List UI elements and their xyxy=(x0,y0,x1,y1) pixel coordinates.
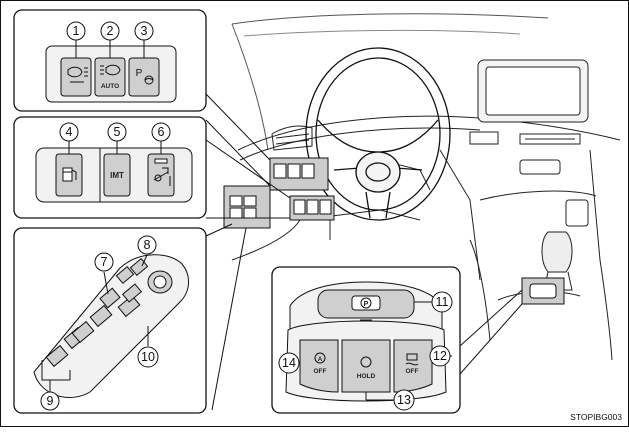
leader-lines xyxy=(205,93,523,411)
svg-text:P: P xyxy=(136,68,143,79)
hill-descent-icon xyxy=(153,167,171,186)
svg-text:A: A xyxy=(318,357,323,363)
callout-8 xyxy=(137,235,157,255)
auto-label: AUTO xyxy=(101,83,119,90)
callout-4-number: 4 xyxy=(66,125,73,139)
callout-13-number: 13 xyxy=(397,393,411,407)
callout-4 xyxy=(59,122,79,142)
imt-label: IMT xyxy=(110,171,124,180)
callout-11-number: 11 xyxy=(436,295,449,309)
panel-box-11-14: P A OFF HOLD OFF 11 12 xyxy=(271,266,461,414)
callout-9 xyxy=(40,391,60,411)
vsc-off-label: OFF xyxy=(406,368,419,375)
headlight-leveling-icon xyxy=(67,66,88,83)
stop-start-off-icon: A OFF xyxy=(314,352,327,375)
callout-14-number: 14 xyxy=(282,356,296,370)
window-switch-rear-left[interactable] xyxy=(45,344,69,368)
callout-6-number: 6 xyxy=(158,125,165,139)
fuel-door-icon xyxy=(62,167,77,182)
door-unlock-button[interactable] xyxy=(121,283,143,303)
window-lock-button[interactable] xyxy=(99,287,121,309)
callout-7 xyxy=(94,252,114,272)
power-window-switches xyxy=(45,304,113,368)
hold-label: HOLD xyxy=(357,373,376,380)
callout-5-number: 5 xyxy=(114,125,121,139)
panel-box-7-10: 7 8 9 10 xyxy=(13,227,207,414)
panel-box-1-2-3: AUTO P 1 2 3 xyxy=(13,9,207,112)
image-code: STOPIBG003 xyxy=(570,412,622,422)
window-switch-front-left[interactable] xyxy=(71,320,95,344)
dashboard-illustration xyxy=(231,13,621,361)
callout-10 xyxy=(137,346,159,368)
callout-5 xyxy=(107,122,127,142)
vsc-off-button[interactable] xyxy=(393,339,433,393)
callout-11 xyxy=(431,291,453,313)
window-switch-front-right[interactable] xyxy=(89,304,113,328)
auto-high-beam-icon xyxy=(100,64,121,76)
dash-highlight-upper xyxy=(269,157,329,191)
callout-12-number: 12 xyxy=(433,349,447,363)
callout-10-number: 10 xyxy=(141,350,155,364)
parking-assist-button[interactable] xyxy=(128,57,160,97)
callout-14 xyxy=(278,352,300,374)
panel-box-4-5-6: IMT 4 5 6 xyxy=(13,116,207,219)
callout-7-number: 7 xyxy=(101,255,108,269)
door-lock-button[interactable] xyxy=(117,294,141,318)
vsc-off-icon: OFF xyxy=(406,353,419,375)
brake-hold-button[interactable] xyxy=(341,339,391,393)
parking-brake-p: P xyxy=(364,301,369,308)
callout-12 xyxy=(429,345,451,367)
stop-start-off-label: OFF xyxy=(314,368,327,375)
steering-wheel-icon xyxy=(305,47,451,221)
mirror-adjust-knob[interactable] xyxy=(147,270,173,294)
callout-9-number: 9 xyxy=(47,394,54,408)
callout-1 xyxy=(66,21,86,41)
callout-3-number: 3 xyxy=(141,24,148,38)
dash-highlight-lower xyxy=(289,195,335,221)
callout-1-number: 1 xyxy=(73,24,80,38)
dash-highlight-door xyxy=(223,185,271,229)
callout-2-number: 2 xyxy=(107,24,114,38)
callout-6 xyxy=(151,122,171,142)
dash-highlight-console xyxy=(521,277,565,305)
callout-8-number: 8 xyxy=(144,238,151,252)
stop-start-off-button[interactable] xyxy=(299,339,339,393)
callout-3 xyxy=(134,21,154,41)
callout-2 xyxy=(100,21,120,41)
callout-13 xyxy=(393,389,415,411)
brake-hold-icon: HOLD xyxy=(357,356,376,380)
parking-brake-switch-icon: P xyxy=(351,295,381,311)
parking-assist-icon: P xyxy=(136,68,154,85)
auto-high-beam-button[interactable] xyxy=(94,57,126,97)
mirror-select-left[interactable] xyxy=(115,265,135,285)
